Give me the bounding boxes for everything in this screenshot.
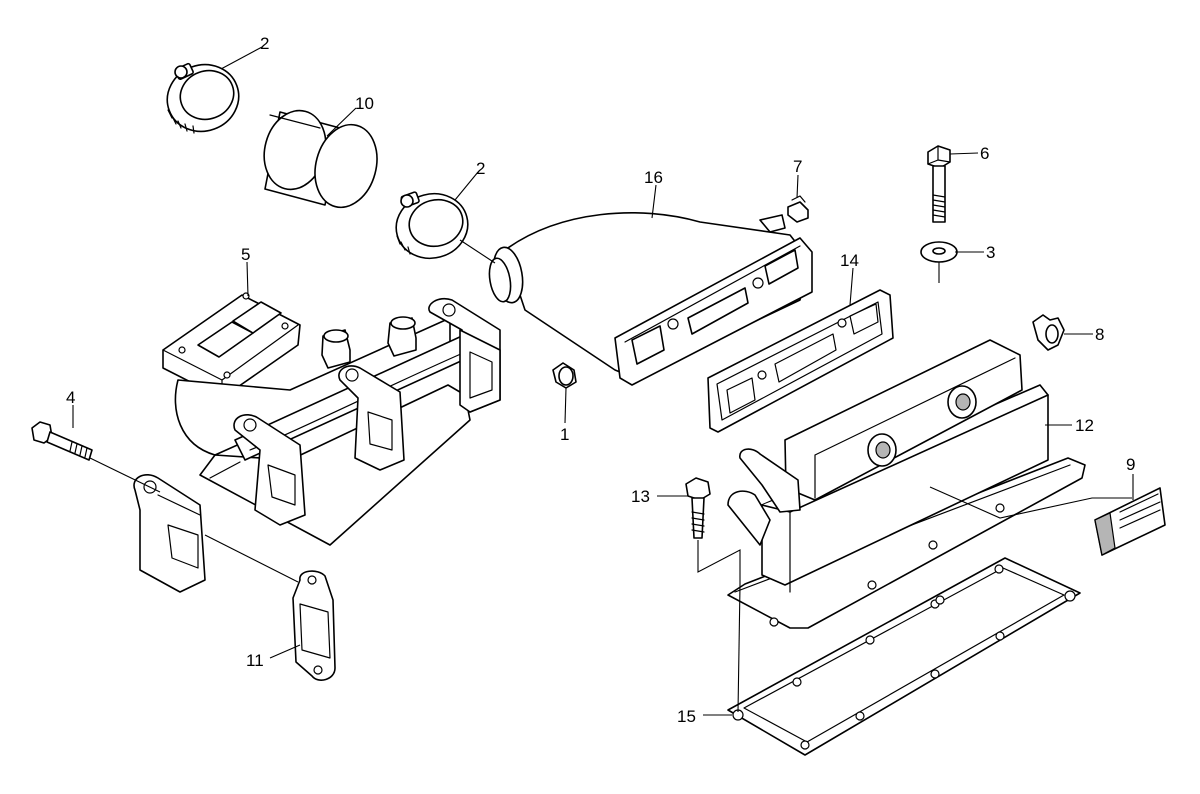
heat-exchanger bbox=[727, 339, 1086, 629]
washer bbox=[920, 241, 958, 283]
exhaust-manifold bbox=[133, 297, 501, 593]
callout-12: 12 bbox=[1075, 416, 1094, 435]
bolt-long bbox=[927, 145, 951, 223]
callout-1: 1 bbox=[560, 425, 569, 444]
plug-small bbox=[552, 362, 577, 389]
manifold-bolt bbox=[31, 421, 93, 461]
cooler-bolt bbox=[685, 477, 711, 539]
hose-clamp-lower bbox=[395, 191, 469, 260]
decal bbox=[1094, 487, 1166, 556]
callout-11: 11 bbox=[246, 651, 264, 670]
callout-16: 16 bbox=[644, 168, 663, 187]
hose bbox=[263, 109, 378, 209]
callout-10: 10 bbox=[355, 94, 374, 113]
callout-labels: 1 2 2 3 4 5 6 7 8 9 10 11 12 13 14 15 16 bbox=[66, 34, 1135, 726]
callout-14: 14 bbox=[840, 251, 859, 270]
plug bbox=[787, 195, 809, 223]
cooler-base-gasket bbox=[727, 557, 1081, 756]
fitting bbox=[1032, 314, 1065, 351]
leader-lines bbox=[72, 46, 1134, 716]
turbo-flange-gasket bbox=[162, 292, 301, 399]
exhaust-elbow bbox=[488, 212, 813, 386]
elbow-gasket bbox=[707, 289, 894, 433]
callout-7: 7 bbox=[793, 157, 802, 176]
callout-9: 9 bbox=[1126, 455, 1135, 474]
manifold-port-gasket bbox=[292, 570, 336, 681]
callout-13: 13 bbox=[631, 487, 650, 506]
callout-8: 8 bbox=[1095, 325, 1104, 344]
callout-2-lower: 2 bbox=[476, 159, 485, 178]
callout-5: 5 bbox=[241, 245, 250, 264]
callout-6: 6 bbox=[980, 144, 989, 163]
callout-15: 15 bbox=[677, 707, 696, 726]
hose-clamp-upper bbox=[166, 62, 240, 134]
callout-3: 3 bbox=[986, 243, 995, 262]
callout-2-upper: 2 bbox=[260, 34, 269, 53]
callout-4: 4 bbox=[66, 388, 75, 407]
